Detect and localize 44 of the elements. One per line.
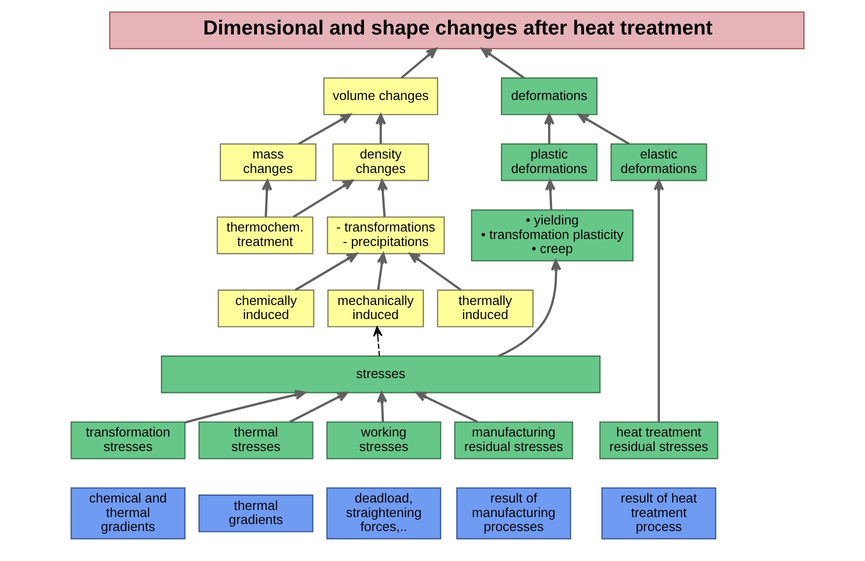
node-box: heat treatment residual stresses [599, 421, 718, 460]
node-box: chemically induced [218, 290, 314, 328]
arrow [376, 392, 388, 422]
arrow [376, 252, 388, 290]
node-box: density changes [332, 143, 430, 182]
node-box: • yielding • transfomation plasticity • creep [470, 209, 634, 262]
arrow [654, 179, 664, 422]
node-box: thermally induced [436, 290, 534, 328]
arrow [544, 114, 554, 144]
node-box: thermal gradients [198, 494, 314, 532]
arrow [480, 48, 525, 79]
node-box: mass changes [220, 143, 316, 182]
node-box: Dimensional and shape changes after heat treatment [109, 11, 805, 50]
arrow [373, 326, 382, 356]
node-box: mechanically induced [327, 290, 424, 328]
node-box: deformations [500, 77, 598, 116]
arrow [578, 114, 630, 145]
node-box: volume changes [323, 77, 438, 116]
node-box: thermochem. treatment [216, 216, 314, 254]
node-box: - transformations - precipitations [326, 216, 445, 254]
arrow [262, 180, 272, 217]
arrow [377, 180, 388, 217]
node-box: manufacturing residual stresses [454, 421, 574, 460]
arrow [416, 392, 478, 424]
arrow [545, 179, 556, 210]
node-box: plastic deformations [500, 143, 598, 182]
arrow [376, 114, 386, 144]
node-box: working stresses [326, 421, 442, 460]
arrow [184, 390, 306, 424]
arrow [289, 392, 348, 424]
node-box: thermal stresses [198, 421, 314, 460]
arrow [298, 114, 352, 145]
node-box: result of heat treatment process [601, 487, 716, 540]
arrow [409, 252, 462, 291]
node-box: stresses [160, 356, 601, 394]
arrow [292, 180, 354, 218]
node-box: elastic deformations [610, 143, 708, 182]
node-box: result of manufacturing processes [456, 487, 572, 540]
node-box: deadload, straightening forces,.. [326, 487, 442, 540]
arrow [498, 260, 562, 358]
node-box: chemical and thermal gradients [70, 487, 186, 540]
arrow [400, 48, 438, 79]
arrow [294, 252, 358, 291]
node-box: transformation stresses [70, 421, 186, 460]
